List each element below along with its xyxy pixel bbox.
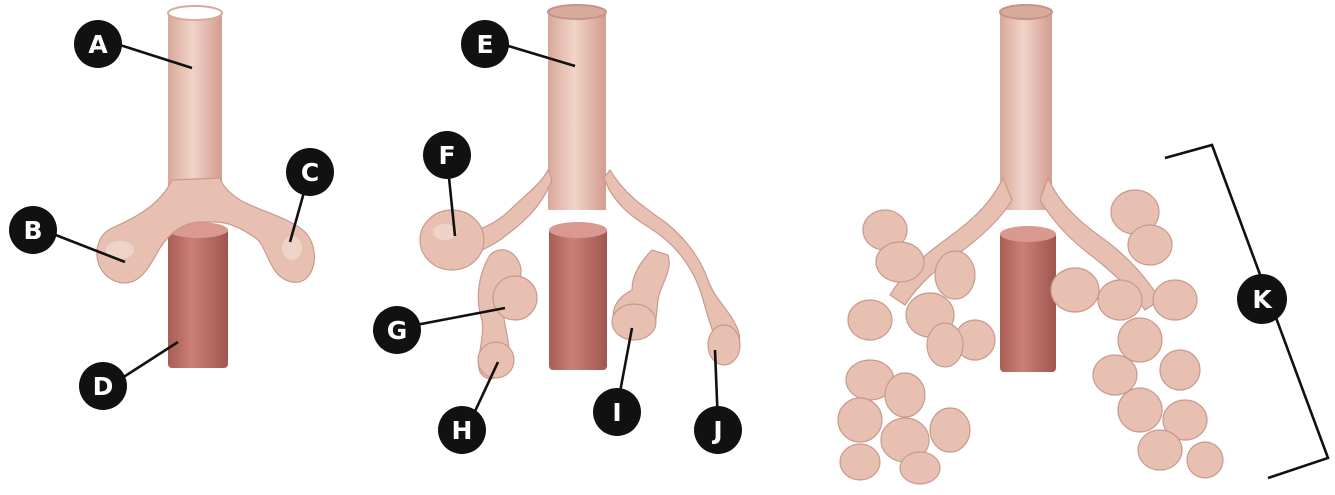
esophagus-top-stage-3 [1000, 226, 1056, 242]
svg-text:B: B [23, 216, 42, 245]
svg-text:F: F [438, 141, 455, 170]
esophagus-top-stage-2 [549, 222, 607, 238]
trachea-opening-stage-2 [548, 5, 606, 19]
bud-I [612, 304, 656, 340]
label-G: G [373, 306, 421, 354]
svg-text:K: K [1252, 285, 1273, 314]
trachea-stage-3 [1000, 10, 1052, 210]
label-C: C [286, 148, 334, 196]
label-J: J [694, 406, 742, 454]
svg-text:E: E [476, 30, 493, 59]
svg-text:J: J [711, 416, 722, 445]
svg-text:G: G [387, 316, 408, 345]
label-F: F [423, 131, 471, 179]
label-K: K [1237, 274, 1287, 324]
bud-G [493, 276, 537, 320]
trachea-opening-stage-3 [1000, 5, 1052, 19]
label-B: B [9, 206, 57, 254]
trachea-stage-2 [548, 10, 606, 210]
label-I: I [593, 388, 641, 436]
svg-text:C: C [301, 158, 319, 187]
label-H: H [438, 406, 486, 454]
svg-text:A: A [88, 30, 108, 59]
bud-J [708, 325, 740, 365]
stage-3-bronchial-tree [838, 5, 1223, 484]
svg-text:H: H [452, 416, 473, 445]
label-E: E [461, 20, 509, 68]
svg-text:I: I [612, 398, 621, 427]
bud-H [478, 342, 514, 378]
stage-2-bronchial-buds [420, 5, 740, 379]
svg-text:D: D [93, 372, 114, 401]
esophagus-stage-3 [1000, 232, 1056, 372]
label-D: D [79, 362, 127, 410]
esophagus-stage-2 [549, 228, 607, 370]
esophagus-stage-1 [168, 228, 228, 368]
trachea-opening-stage-1 [168, 6, 222, 20]
label-A: A [74, 20, 122, 68]
stage-1-lung-bud [97, 6, 315, 368]
left-lobule-cluster [838, 210, 995, 484]
